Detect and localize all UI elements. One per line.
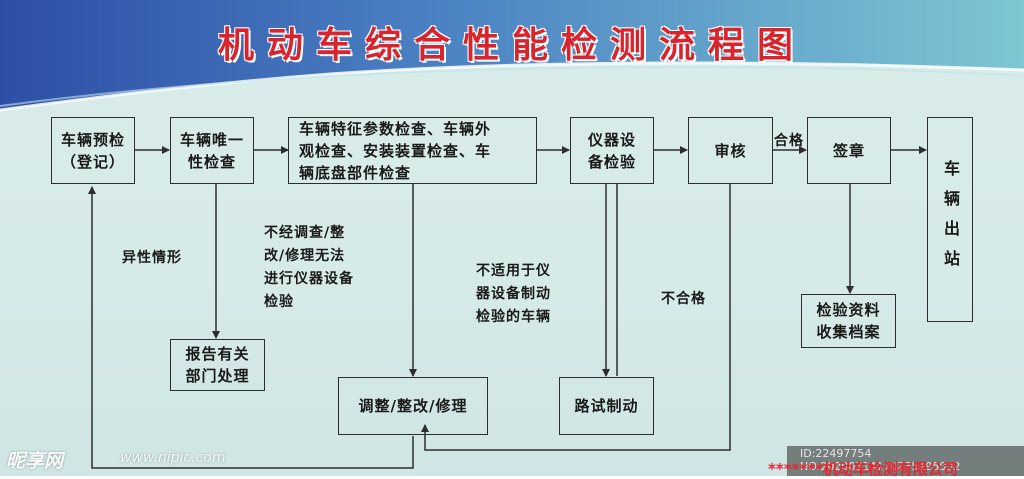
page-title: 机动车综合性能检测流程图 — [217, 25, 806, 66]
image-id: ID:22497754 NO:20200314170235195032 — [800, 447, 961, 473]
review-box: 审核 — [688, 117, 773, 184]
exit-label: 车辆出站 — [941, 159, 960, 280]
header-banner — [0, 0, 1024, 112]
fail-label: 不合格 — [661, 291, 706, 307]
abnormal-label: 异性情形 — [122, 250, 182, 266]
exit-box: 车辆出站 — [927, 117, 973, 322]
report-box: 报告有关 部门处理 — [170, 339, 265, 391]
unique-check-box: 车辆唯一 性检查 — [170, 117, 254, 184]
no-adjust-label: 不经调查/整 改/修理无法 进行仪器设备 检验 — [264, 225, 354, 310]
not-applicable-label: 不适用于仪 器设备制动 检验的车辆 — [476, 263, 551, 325]
watermark-url: www.nipic.com — [120, 450, 226, 466]
footer-bar — [787, 446, 1024, 476]
watermark-logo: 昵享网 — [6, 450, 64, 472]
stamp-box: 签章 — [807, 117, 891, 184]
archive-box: 检验资料 收集档案 — [801, 294, 896, 348]
road-test-box: 路试制动 — [559, 377, 654, 435]
company-name: *******机动车检测有限公司 — [768, 460, 958, 478]
adjust-box: 调整/整改/修理 — [338, 377, 488, 435]
instrument-check-box: 仪器设 备检验 — [570, 117, 654, 184]
pass-label: 合格 — [774, 133, 804, 149]
pre-check-box: 车辆预检 （登记） — [51, 117, 135, 184]
param-check-box: 车辆特征参数检查、车辆外 观检查、安装装置检查、车 辆底盘部件检查 — [288, 117, 537, 184]
